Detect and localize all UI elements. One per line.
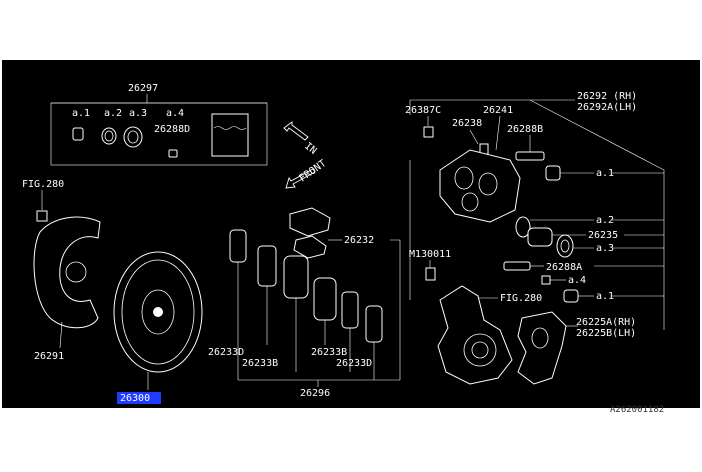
label-a3[interactable]: a.3 [129,108,147,119]
label-fig280-left[interactable]: FIG.280 [22,179,64,190]
label-26297[interactable]: 26297 [128,83,158,94]
shim-left [229,229,247,263]
caliper-group: 26387C 26238 26241 26288B 26292 (RH) 262… [405,91,665,385]
label-r-a3[interactable]: a.3 [596,243,614,254]
diagram-panel [2,60,700,408]
bushing-a1 [72,127,84,141]
leader-26241 [495,115,501,151]
kit-box [50,102,268,166]
label-26300[interactable]: 26300 [120,393,150,404]
label-26238[interactable]: 26238 [452,118,482,129]
label-26233B-right[interactable]: 26233B [311,347,347,358]
guide-pin-upper [515,151,545,161]
label-M130011[interactable]: M130011 [409,249,451,260]
drawing-id: A262001182 [610,405,664,415]
label-r-a2[interactable]: a.2 [596,215,614,226]
boot-r-a1 [545,165,561,181]
rotor-shield-group: FIG.280 26291 26300 [22,179,203,404]
seal-ring-a2-inner [104,130,114,142]
label-26387C[interactable]: 26387C [405,105,441,116]
knuckle-hub-inner [471,341,489,359]
pad-clip-upper [289,207,331,237]
pad-inner-left [257,245,277,287]
piston-26235 [527,227,553,247]
label-26225A-rh[interactable]: 26225A(RH) [576,317,636,328]
label-26296[interactable]: 26296 [300,388,330,399]
bolt-M130011 [425,267,436,281]
leader-26238 [469,129,479,145]
label-r-a1b[interactable]: a.1 [596,291,614,302]
in-arrow-icon [283,121,309,141]
label-a4[interactable]: a.4 [166,108,184,119]
pad-inner [283,255,309,299]
grease-packet [211,113,249,157]
dust-shield [33,216,101,329]
label-26292A-lh[interactable]: 26292A(LH) [577,102,637,113]
label-fig280-right[interactable]: FIG.280 [500,293,542,304]
leader-26232-bracket [390,239,401,380]
label-r-a4[interactable]: a.4 [568,275,586,286]
label-26232[interactable]: 26232 [344,235,374,246]
grease-packet-wave [213,126,247,130]
seal-kit-group: 26297 a.1 a.2 a.3 a.4 26288D [50,83,268,166]
bleeder-screw [423,126,434,138]
label-26235[interactable]: 26235 [588,230,618,241]
boot-a3-inner [127,130,139,144]
grease-a4 [168,149,178,158]
pad-outer [313,277,337,321]
label-26233D-right[interactable]: 26233D [336,358,372,369]
guide-pin-lower [503,261,531,271]
label-26225B-lh[interactable]: 26225B(LH) [576,328,636,339]
label-a2[interactable]: a.2 [104,108,122,119]
pad-outer-right [341,291,359,329]
bracket-hole [531,327,549,349]
seal-r-a2 [515,216,531,238]
leader-26291 [59,321,63,349]
front-arrow-icon [285,168,316,189]
label-26288D[interactable]: 26288D [154,124,190,135]
boot-r-a3-inner [560,239,570,253]
caliper-bore-1 [454,166,474,190]
label-a1[interactable]: a.1 [72,108,90,119]
caliper-bore-2 [478,172,498,196]
brake-pads-group: 26232 26233D 26233B 26233B 26233D 26296 [208,207,401,399]
shim-right [365,305,383,343]
label-26233B-left[interactable]: 26233B [242,358,278,369]
caliper-bore-3 [461,192,479,212]
label-26291[interactable]: 26291 [34,351,64,362]
brake-rotor-center [153,307,163,317]
shield-bolt [36,210,48,222]
label-26288A[interactable]: 26288A [546,262,582,273]
label-26292-rh[interactable]: 26292 (RH) [577,91,637,102]
label-26233D-left[interactable]: 26233D [208,347,244,358]
label-26241[interactable]: 26241 [483,105,513,116]
highlight-26300 [117,392,161,404]
grease-r-a4 [541,275,551,285]
dust-shield-hole [65,261,87,283]
boot-r-a1b [563,289,579,303]
label-r-a1[interactable]: a.1 [596,168,614,179]
label-26288B[interactable]: 26288B [507,124,543,135]
pad-clip-lower [293,235,327,259]
